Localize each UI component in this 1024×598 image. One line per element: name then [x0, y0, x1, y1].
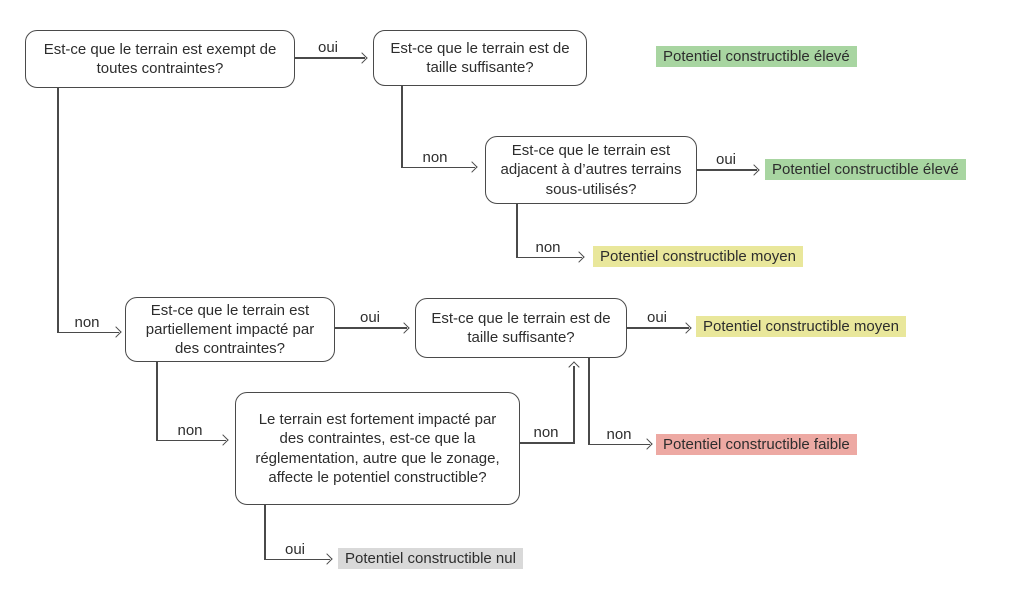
- arrowhead-icon: [466, 161, 478, 173]
- connector-line: [520, 442, 575, 444]
- connector-line: [264, 558, 330, 560]
- connector-line: [573, 366, 575, 444]
- connector-line: [57, 331, 119, 333]
- connector-line: [588, 443, 650, 445]
- edge-label-q4-q6: non: [177, 422, 203, 439]
- connector-line: [401, 86, 403, 168]
- connector-line: [516, 256, 582, 258]
- result-potentiel-moyen-1: Potentiel constructible moyen: [593, 246, 803, 267]
- connector-line: [401, 166, 475, 168]
- connector-line: [516, 204, 518, 258]
- edge-label-q5-r4: oui: [646, 309, 668, 326]
- result-potentiel-nul: Potentiel constructible nul: [338, 548, 523, 569]
- arrowhead-icon: [321, 553, 333, 565]
- edge-label-q5-r5: non: [606, 426, 632, 443]
- result-potentiel-moyen-2: Potentiel constructible moyen: [696, 316, 906, 337]
- arrowhead-icon: [568, 361, 580, 373]
- edge-label-q1-q2: oui: [317, 39, 339, 56]
- connector-line: [588, 358, 590, 445]
- edge-label-q6-q5: non: [533, 424, 559, 441]
- decision-node-taille-suffisante-2: Est-ce que le terrain est de taille suff…: [415, 298, 627, 358]
- edge-label-q2-q3: non: [422, 149, 448, 166]
- connector-line: [264, 505, 266, 560]
- connector-line: [156, 362, 158, 441]
- connector-line: [57, 88, 59, 333]
- edge-label-q4-q5: oui: [359, 309, 381, 326]
- decision-node-exempt-contraintes: Est-ce que le terrain est exempt de tout…: [25, 30, 295, 88]
- connector-line: [627, 327, 689, 329]
- connector-line: [335, 327, 407, 329]
- decision-node-fortement-impacte: Le terrain est fortement impacté par des…: [235, 392, 520, 505]
- decision-node-partiellement-impacte: Est-ce que le terrain est partiellement …: [125, 297, 335, 362]
- edge-label-q6-r6: oui: [284, 541, 306, 558]
- result-potentiel-faible: Potentiel constructible faible: [656, 434, 857, 455]
- connector-line: [697, 169, 757, 171]
- connector-line: [295, 57, 365, 59]
- edge-label-q3-r2: oui: [715, 151, 737, 168]
- result-potentiel-eleve-2: Potentiel constructible élevé: [765, 159, 966, 180]
- edge-label-q3-r3: non: [535, 239, 561, 256]
- connector-line: [156, 439, 226, 441]
- decision-node-taille-suffisante-1: Est-ce que le terrain est de taille suff…: [373, 30, 587, 86]
- result-potentiel-eleve-1: Potentiel constructible élevé: [656, 46, 857, 67]
- edge-label-q1-q4: non: [74, 314, 100, 331]
- decision-node-terrains-adjacents: Est-ce que le terrain est adjacent à d’a…: [485, 136, 697, 204]
